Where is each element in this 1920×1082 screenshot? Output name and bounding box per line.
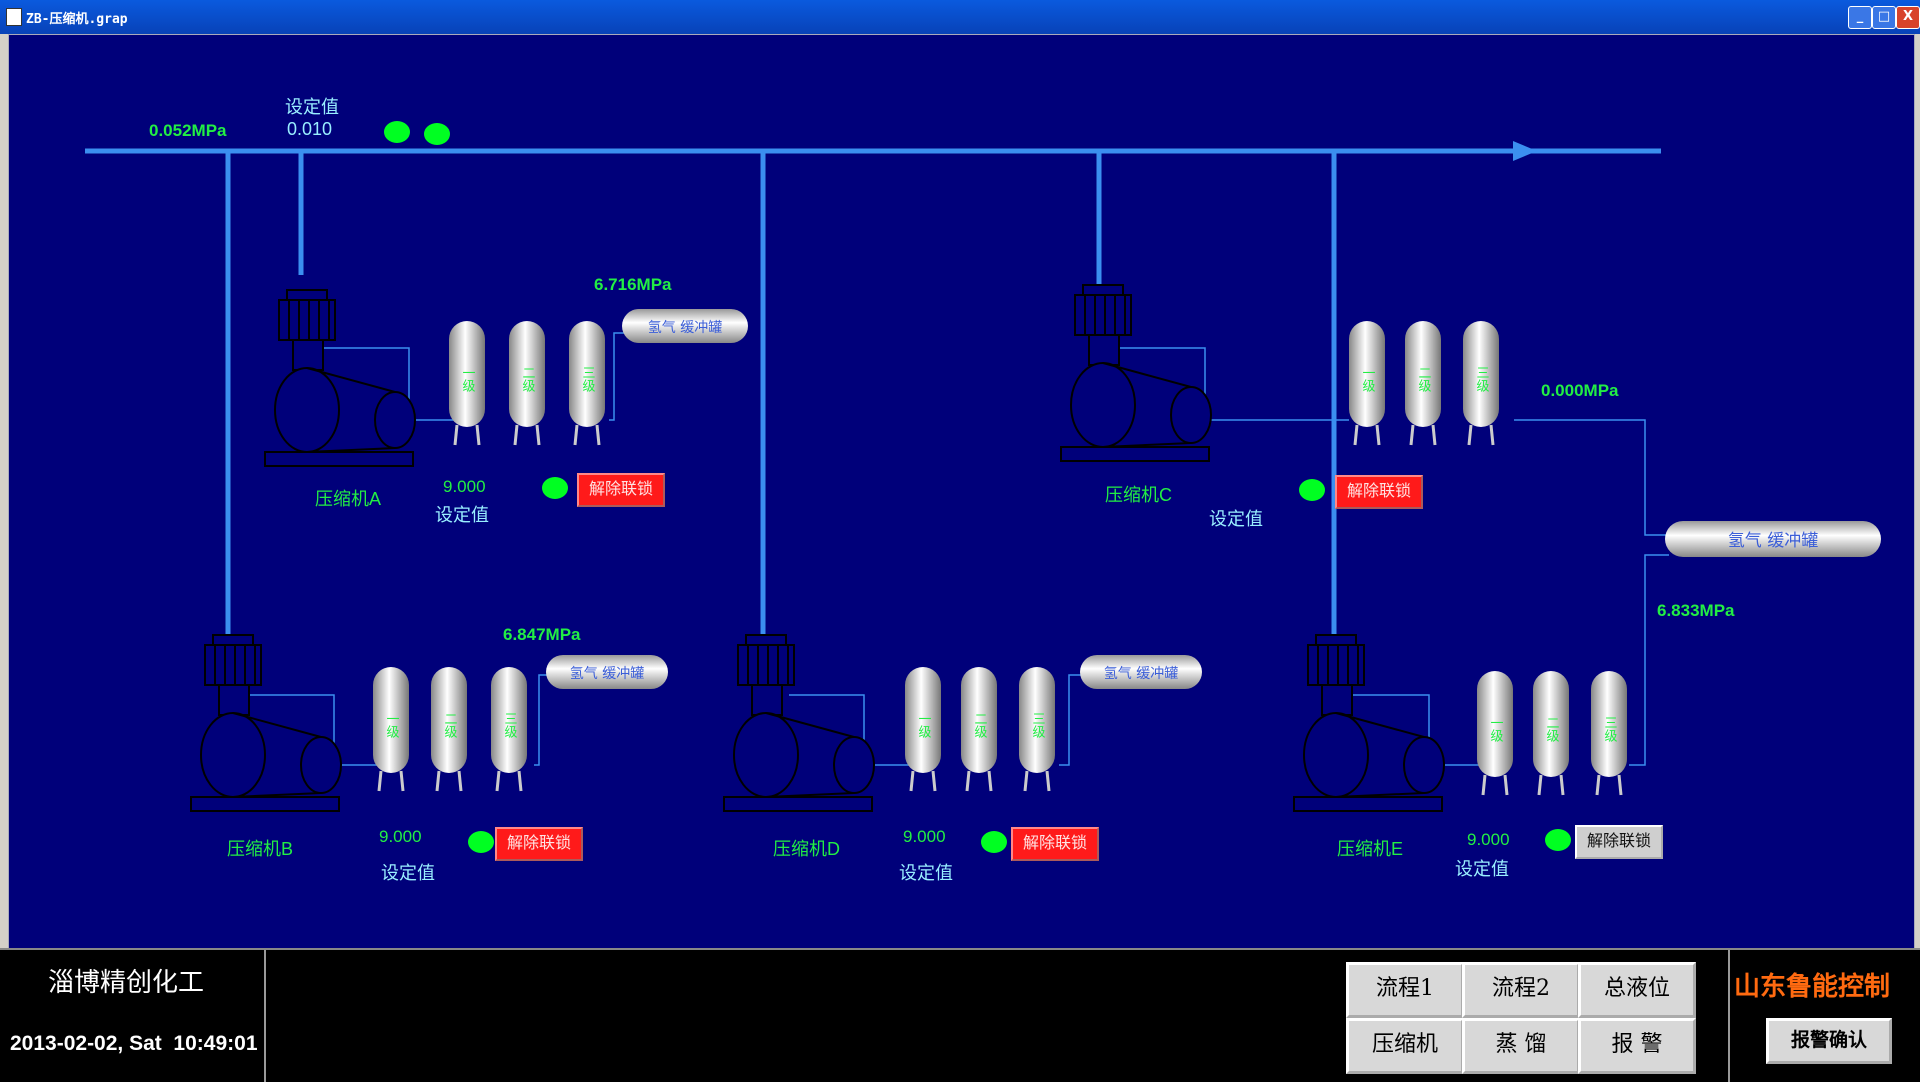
stage2-tank: 二级 [431, 667, 467, 792]
stage2-tank: 二级 [1405, 321, 1441, 446]
window-title: ZB-压缩机.grap [26, 12, 128, 27]
compressor-d-value[interactable]: 9.000 [903, 827, 946, 846]
stage3-tank: 三级 [491, 667, 527, 792]
compressor-b-label: 压缩机B [227, 839, 294, 859]
company-name: 淄博精创化工 [48, 968, 205, 998]
compressor-b-lamp [468, 831, 494, 853]
status-lamp [384, 121, 410, 143]
svg-text:二级: 二级 [442, 712, 458, 738]
buffer-tank: 氢气 缓冲罐 [1080, 655, 1202, 689]
compressor-a-label: 压缩机A [315, 489, 382, 509]
stage3-tank: 三级 [1591, 671, 1627, 796]
svg-text:一级: 一级 [916, 712, 932, 738]
status-lamp [424, 123, 450, 145]
compressor-d-lamp [981, 831, 1007, 853]
svg-text:氢气 缓冲罐: 氢气 缓冲罐 [648, 320, 722, 336]
svg-text:一级: 一级 [460, 366, 476, 392]
compressor-e-label: 压缩机E [1337, 839, 1404, 859]
compressor-c-setpoint-label: 设定值 [1209, 509, 1263, 529]
compressor-c-unlock-button[interactable]: 解除联锁 [1335, 475, 1423, 509]
compressor-e-setpoint-label: 设定值 [1455, 859, 1509, 879]
stage1-tank: 一级 [373, 667, 409, 792]
compressor-e-lamp [1545, 829, 1571, 851]
stage3-tank: 三级 [1019, 667, 1055, 792]
stage2-tank: 二级 [1533, 671, 1569, 796]
nav-total-level-button[interactable]: 总液位 [1578, 962, 1696, 1018]
svg-text:二级: 二级 [520, 366, 536, 392]
compressor-b-setpoint-label: 设定值 [381, 863, 435, 883]
svg-text:三级: 三级 [502, 712, 518, 738]
nav-distillation-button[interactable]: 蒸 馏 [1462, 1018, 1580, 1074]
svg-text:三级: 三级 [580, 366, 596, 392]
compressor-e-value[interactable]: 9.000 [1467, 830, 1510, 849]
compressor-a-pressure: 6.716MPa [594, 275, 672, 294]
header-setpoint-value[interactable]: 0.010 [287, 119, 333, 139]
header-setpoint-label: 设定值 [285, 97, 339, 117]
divider [1728, 950, 1730, 1082]
compressor-d-setpoint-label: 设定值 [899, 863, 953, 883]
svg-text:一级: 一级 [1360, 366, 1376, 392]
svg-text:一级: 一级 [384, 712, 400, 738]
stage1-tank: 一级 [1477, 671, 1513, 796]
svg-text:二级: 二级 [1416, 366, 1432, 392]
stage1-tank: 一级 [1349, 321, 1385, 446]
app-icon [6, 8, 22, 26]
minimize-button[interactable]: _ [1848, 6, 1872, 29]
nav-flow1-button[interactable]: 流程1 [1346, 962, 1464, 1018]
compressor-b-value[interactable]: 9.000 [379, 827, 422, 846]
pipe-network [85, 141, 1669, 812]
title-bar: ZB-压缩机.grap _ □ X [0, 0, 1920, 34]
compressor-c-label: 压缩机C [1105, 485, 1172, 505]
stage1-tank: 一级 [905, 667, 941, 792]
stage3-tank: 三级 [569, 321, 605, 446]
svg-text:二级: 二级 [1544, 716, 1560, 742]
compressor-e-unlock-button[interactable]: 解除联锁 [1575, 825, 1663, 859]
compressor-d-unlock-button[interactable]: 解除联锁 [1011, 827, 1099, 861]
close-button[interactable]: X [1896, 6, 1920, 29]
svg-text:氢气 缓冲罐: 氢气 缓冲罐 [1104, 666, 1178, 682]
compressor-a-unlock-button[interactable]: 解除联锁 [577, 473, 665, 507]
process-diagram: 设定值 0.052MPa 0.010 一级 二级 三级 氢气 缓冲罐 6.716… [8, 34, 1915, 950]
svg-text:三级: 三级 [1602, 716, 1618, 742]
compressor-c-lamp [1299, 479, 1325, 501]
alarm-confirm-button[interactable]: 报警确认 [1766, 1018, 1892, 1064]
compressor-e-pressure: 6.833MPa [1657, 601, 1735, 620]
nav-alarm-button[interactable]: 报 警 [1578, 1018, 1696, 1074]
stage1-tank: 一级 [449, 321, 485, 446]
compressor-a-value[interactable]: 9.000 [443, 477, 486, 496]
compressor-b-pressure: 6.847MPa [503, 625, 581, 644]
maximize-button[interactable]: □ [1872, 6, 1896, 29]
buffer-tank: 氢气 缓冲罐 [622, 309, 748, 343]
compressor-a-setpoint-label: 设定值 [435, 505, 489, 525]
compressor-c-pressure: 0.000MPa [1541, 381, 1619, 400]
nav-flow2-button[interactable]: 流程2 [1462, 962, 1580, 1018]
stage2-tank: 二级 [509, 321, 545, 446]
compressor-b-unlock-button[interactable]: 解除联锁 [495, 827, 583, 861]
datetime-display: 2013-02-02, Sat 10:49:01 [10, 1032, 258, 1055]
svg-text:氢气 缓冲罐: 氢气 缓冲罐 [570, 666, 644, 682]
brand-name: 山东鲁能控制 [1734, 972, 1891, 1002]
svg-text:三级: 三级 [1474, 366, 1490, 392]
status-bar: 淄博精创化工 2013-02-02, Sat 10:49:01 流程1 流程2 … [0, 948, 1920, 1082]
divider [264, 950, 266, 1082]
stage2-tank: 二级 [961, 667, 997, 792]
svg-text:一级: 一级 [1488, 716, 1504, 742]
header-pressure: 0.052MPa [149, 121, 227, 140]
stage3-tank: 三级 [1463, 321, 1499, 446]
svg-text:二级: 二级 [972, 712, 988, 738]
compressor-a-lamp [542, 477, 568, 499]
buffer-tank: 氢气 缓冲罐 [546, 655, 668, 689]
svg-text:三级: 三级 [1030, 712, 1046, 738]
nav-compressor-button[interactable]: 压缩机 [1346, 1018, 1464, 1074]
svg-text:氢气 缓冲罐: 氢气 缓冲罐 [1728, 531, 1818, 551]
main-buffer-tank: 氢气 缓冲罐 [1665, 521, 1881, 557]
compressor-d-label: 压缩机D [773, 839, 840, 859]
